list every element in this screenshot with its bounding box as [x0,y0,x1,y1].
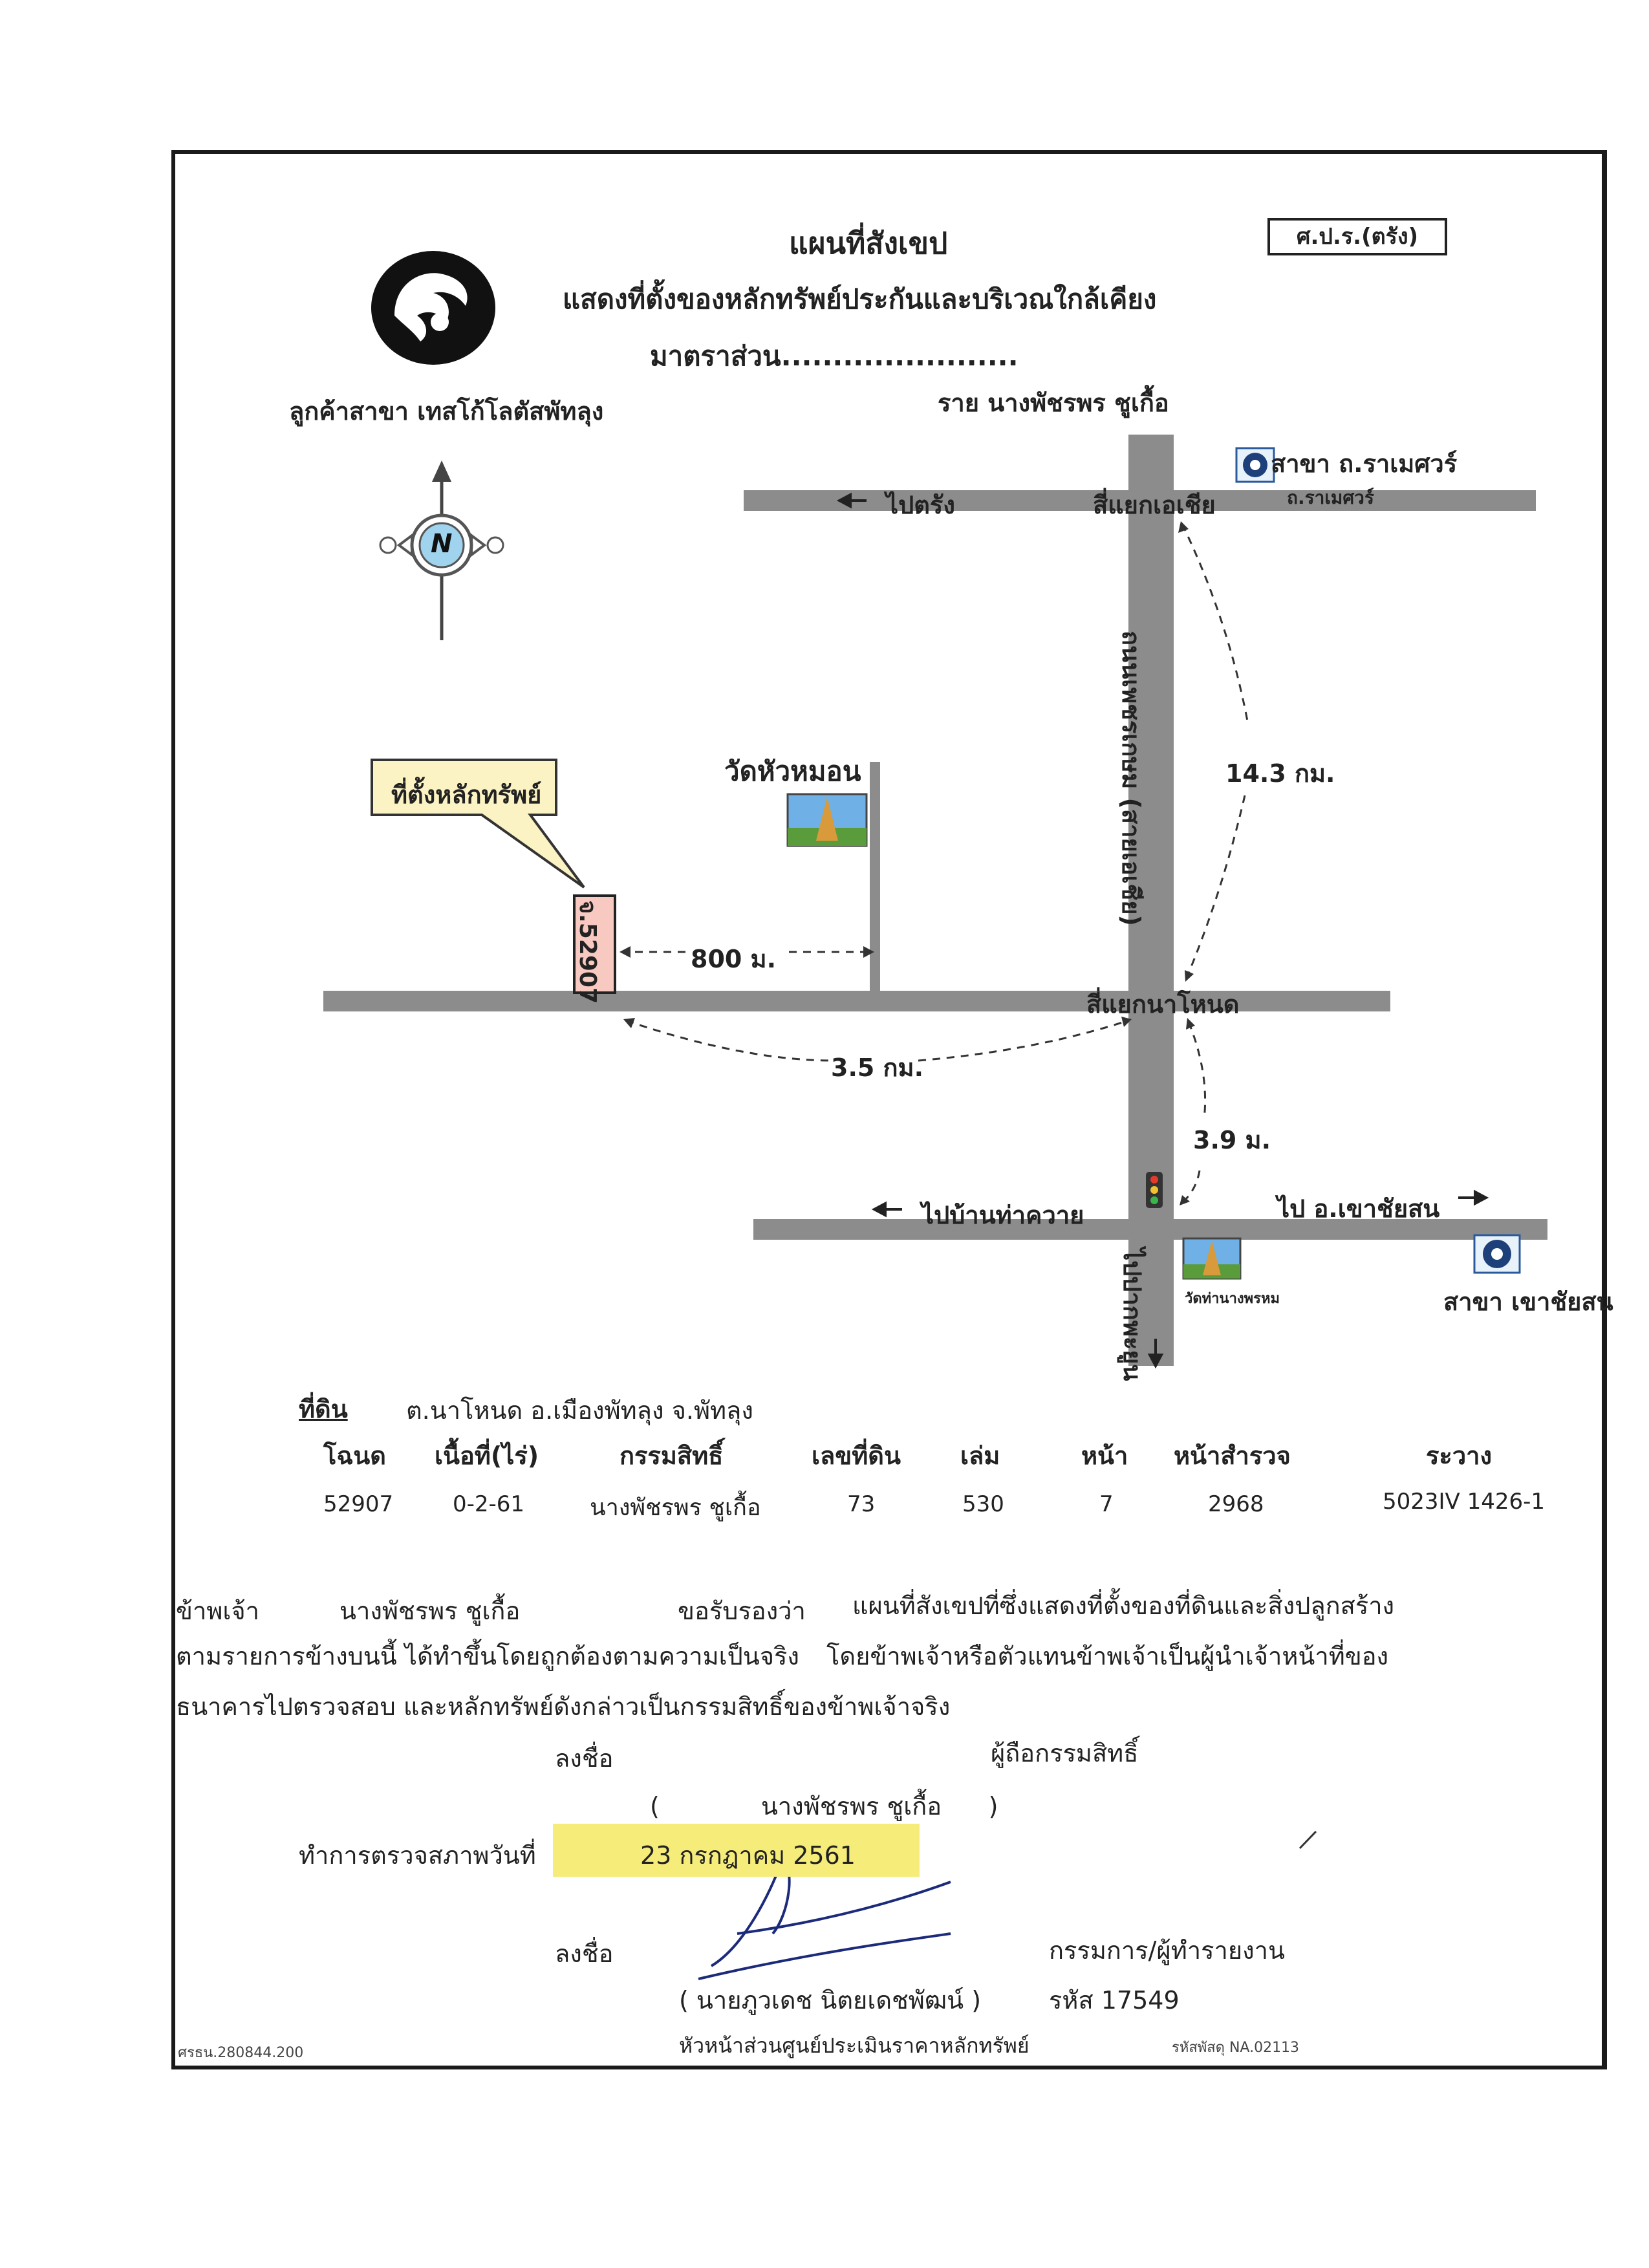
to-pak-phayun-label: ไปปากพะยูน [1118,1248,1147,1381]
traffic-light-icon [1146,1172,1163,1208]
temple-huamon-icon [786,793,868,847]
road-middle [323,991,1390,1011]
header-deed: โฉนด [323,1442,386,1470]
officer-name: ( นายภูวเดช นิตยเดชพัฒน์ ) [679,1986,982,2014]
temple-tha-nang-phrom-icon [1182,1237,1242,1280]
parcel-tag-box [573,894,616,994]
header-survey-page: หน้าสำรวจ [1174,1442,1291,1470]
header-page: หน้า [1081,1442,1128,1470]
to-khao-chai-son-label: ไป อ.เขาชัยสน [1277,1194,1440,1223]
owner-label: ราย นางพัชรพร ชูเกื้อ [938,389,1169,417]
cert-line2-b: โดยข้าพเจ้าหรือตัวแทนข้าพเจ้าเป็นผู้นำเจ… [826,1642,1389,1670]
value-area: 0-2-61 [453,1491,525,1517]
value-owner: นางพัชรพร ชูเกื้อ [590,1495,761,1521]
branch-label: ลูกค้าสาขา เทสโก้โลตัสพัทลุง [289,397,604,426]
branch-icon-top [1235,447,1275,483]
footer-parcel-code: รหัสพัสดุ NA.02113 [1172,2040,1300,2056]
inspect-date-label: ทำการตรวจสภาพวันที่ [299,1841,536,1870]
road-ramet-label: ถ.ราเมศวร์ [1287,487,1374,508]
officer-signature [698,1858,951,1980]
header-land-no: เลขที่ดิน [812,1442,901,1470]
officer-code: รหัส 17549 [1049,1986,1180,2014]
date-highlight [553,1824,920,1877]
page-frame [171,150,1607,2069]
branch-icon-bottom [1473,1234,1521,1274]
officer-title: หัวหน้าส่วนศูนย์ประเมินราคาหลักทรัพย์ [679,2033,1029,2058]
value-survey-page: 2968 [1208,1491,1264,1517]
value-deed: 52907 [323,1491,394,1517]
value-sheet: 5023IV 1426-1 [1383,1489,1546,1515]
map-subtitle: แสดงที่ตั้งของหลักทรัพย์ประกันและบริเวณใ… [563,283,1157,315]
distance-3-9: 3.9 ม. [1193,1126,1271,1154]
value-page: 7 [1099,1491,1114,1517]
branch-bottom-label: สาขา เขาชัยสน [1443,1288,1613,1316]
map-title: แผนที่สังเขป [789,226,948,261]
branch-top-label: สาขา ถ.ราเมศวร์ [1271,449,1458,478]
callout-box [371,759,585,889]
owner-name-sign: ( นางพัชรพร ชูเกื้อ ) [650,1792,998,1820]
bank-logo [371,251,495,365]
officer-sign-label: ลงชื่อ [555,1939,614,1968]
compass-north-label: N [431,529,453,559]
callout-text: ที่ตั้งหลักทรัพย์ [391,781,542,809]
office-badge: ศ.ป.ร.(ตรัง) [1267,218,1447,255]
land-location: ต.นาโหนด อ.เมืองพัทลุง จ.พัทลุง [406,1396,753,1425]
scale-label: มาตราส่วน....................... [650,340,1018,372]
temple-tha-nang-phrom-label: วัดท่านางพรหม [1185,1291,1280,1307]
header-owner: กรรมสิทธิ์ [620,1442,724,1470]
parcel-tag-label: จ.52907 [574,900,601,1004]
distance-800: 800 ม. [691,945,777,973]
footer-form-code: ศรธน.280844.200 [178,2045,304,2061]
value-land-no: 73 [847,1491,876,1517]
cert-line1-d: แผนที่สังเขปที่ซึ่งแสดงที่ตั้งของที่ดินแ… [852,1592,1395,1620]
to-ban-tha-khwai-label: ไปบ้านท่าควาย [921,1201,1084,1229]
cert-line1-c: ขอรับรองว่า [678,1597,806,1625]
road-temple [870,762,880,996]
header-area: เนื้อที่(ไร่) [435,1442,539,1470]
value-volume: 530 [962,1491,1004,1517]
owner-role: ผู้ถือกรรมสิทธิ์ [991,1739,1139,1767]
cert-line1-b: นางพัชรพร ชูเกื้อ [339,1597,521,1625]
highway-label: ถนนเพชรเกษม (สายเอเชีย) [1117,631,1145,926]
compass-icon [379,460,504,640]
officer-role: กรรมการ/ผู้ทำรายงาน [1049,1936,1285,1965]
to-trang-label: ไปตรัง [886,491,955,519]
distance-3-5: 3.5 กม. [831,1053,924,1082]
cert-line3: ธนาคารไปตรวจสอบ และหลักทรัพย์ดังกล่าวเป็… [176,1692,951,1721]
cert-line2-a: ตามรายการข้างบนนี้ ได้ทำขึ้นโดยถูกต้องตา… [176,1642,799,1670]
cert-line1-a: ข้าพเจ้า [176,1597,259,1625]
header-sheet: ระวาง [1426,1442,1493,1470]
junction-asia-label: สี่แยกเอเชีย [1093,491,1216,519]
junction-nawanot-label: สี่แยกนาโหนด [1086,990,1240,1019]
temple-huamon-label: วัดหัวหมอน [724,755,861,787]
land-label: ที่ดิน [299,1395,348,1423]
inspect-date: 23 กรกฎาคม 2561 [640,1841,856,1870]
highway-vertical [1128,435,1174,1366]
distance-14-3: 14.3 กม. [1225,759,1335,788]
owner-sign-label: ลงชื่อ [555,1744,614,1773]
header-volume: เล่ม [960,1442,1000,1470]
